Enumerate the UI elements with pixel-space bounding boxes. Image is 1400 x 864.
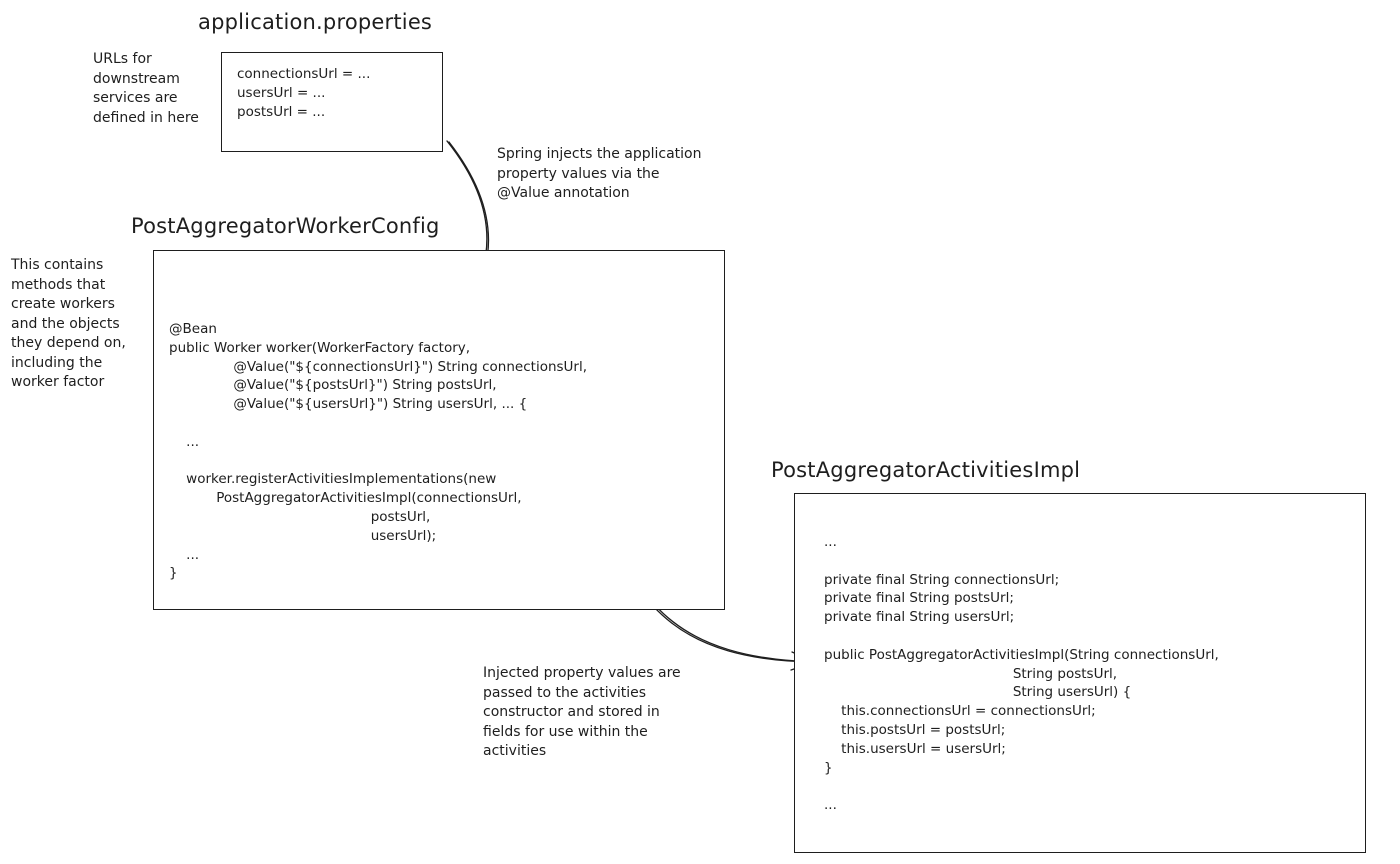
pass-note: Injected property values are passed to t… (483, 665, 681, 759)
config-code: @Bean public Worker worker(WorkerFactory… (169, 321, 588, 582)
properties-box: connectionsUrl = ... usersUrl = ... post… (221, 52, 443, 152)
impl-title: PostAggregatorActivitiesImpl (771, 458, 1081, 482)
properties-note: URLs for downstream services are defined… (93, 51, 199, 126)
properties-title: application.properties (198, 10, 433, 34)
inject-note: Spring injects the application property … (497, 146, 702, 201)
impl-box: ... private final String connectionsUrl;… (794, 493, 1366, 853)
config-note: This contains methods that create worker… (11, 257, 126, 390)
properties-code: connectionsUrl = ... usersUrl = ... post… (237, 66, 371, 120)
impl-code: ... private final String connectionsUrl;… (824, 534, 1219, 814)
config-box: @Bean public Worker worker(WorkerFactory… (153, 250, 725, 610)
config-title: PostAggregatorWorkerConfig (131, 214, 440, 238)
